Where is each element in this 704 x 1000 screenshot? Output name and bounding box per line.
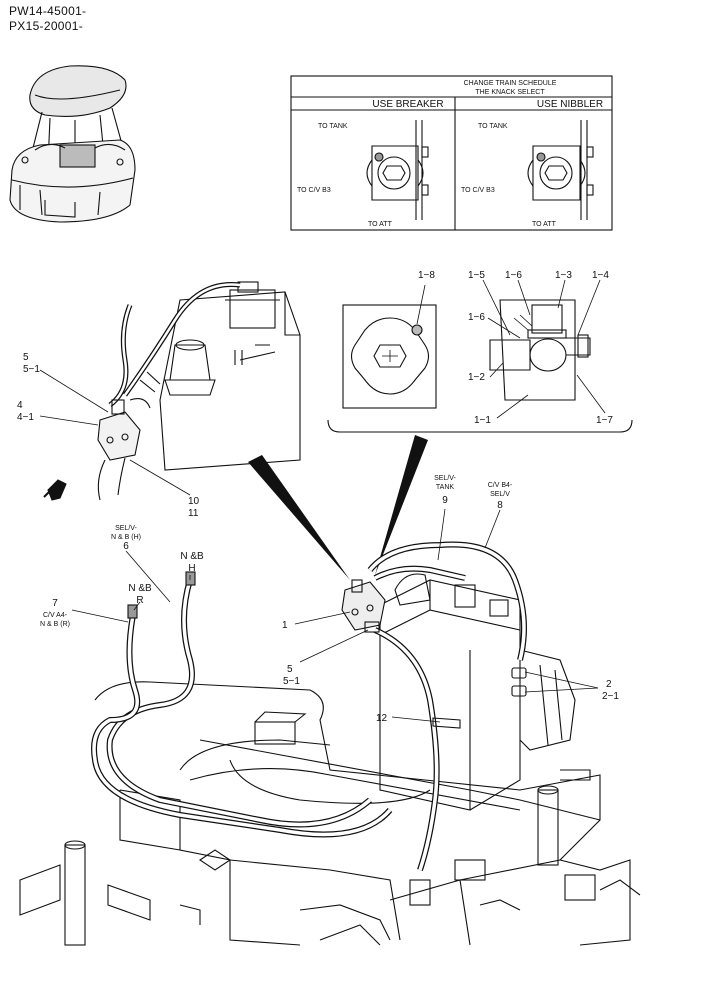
label-nbr-1: N &B — [128, 583, 152, 594]
callout-1-6: 1−6 — [468, 312, 485, 323]
callout-1-7: 1−7 — [596, 415, 613, 426]
callout-1-1: 1−1 — [474, 415, 491, 426]
callout-1-4: 1−4 — [592, 270, 609, 281]
detail-panel — [327, 279, 633, 433]
callout-1-2: 1−2 — [468, 372, 485, 383]
callout-1-3: 1−3 — [555, 270, 572, 281]
label-cv-a4-2: N & B (R) — [40, 621, 70, 628]
breaker-to-tank: TO TANK — [318, 123, 348, 130]
breaker-valve-illustration — [366, 120, 429, 220]
callout-8: 8 — [497, 500, 503, 511]
label-cv-b4-2: SEL/V — [490, 491, 510, 498]
callout-5-1-main: 5−1 — [283, 676, 300, 687]
serial-line-2: PX15-20001- — [9, 19, 84, 33]
label-nbh-2: H — [188, 563, 195, 574]
col-use-breaker: USE BREAKER — [372, 99, 443, 110]
view-arrow-icon — [43, 479, 67, 501]
nibbler-to-cv-b3: TO C/V B3 — [461, 187, 495, 194]
callout-5-1: 5−1 — [23, 364, 40, 375]
table-title-1: CHANGE TRAIN SCHEDULE — [464, 80, 557, 87]
callout-1-5: 1−5 — [468, 270, 485, 281]
callout-1: 1 — [282, 620, 288, 631]
callout-12: 12 — [376, 713, 388, 724]
upper-valve-assembly — [97, 281, 301, 501]
callout-6: 6 — [123, 541, 129, 552]
callout-4-1: 4−1 — [17, 412, 34, 423]
nibbler-valve-illustration — [527, 120, 594, 220]
table-title-2: THE KNACK SELECT — [475, 89, 545, 96]
callout-2: 2 — [606, 679, 612, 690]
callout-7: 7 — [52, 598, 58, 609]
detail-pointer-left — [248, 455, 350, 580]
detail-pointer-right — [375, 435, 428, 575]
callout-5: 5 — [23, 352, 29, 363]
callout-9: 9 — [442, 495, 448, 506]
label-sel-nb-h-2: N & B (H) — [111, 534, 141, 541]
breaker-to-cv-b3: TO C/V B3 — [297, 187, 331, 194]
callout-2-1: 2−1 — [602, 691, 619, 702]
label-nbr-2: R — [136, 595, 143, 606]
serial-line-1: PW14-45001- — [9, 4, 87, 18]
main-frame — [19, 573, 641, 946]
callout-5-main: 5 — [287, 664, 293, 675]
callout-1-8: 1−8 — [418, 270, 435, 281]
callout-4: 4 — [17, 400, 23, 411]
main-hoses — [91, 541, 527, 871]
label-sel-tank-1: SEL/V- — [434, 475, 456, 482]
label-cv-b4-1: C/V B4- — [488, 482, 513, 489]
schedule-table: CHANGE TRAIN SCHEDULE THE KNACK SELECT U… — [290, 75, 613, 231]
callout-11: 11 — [188, 508, 199, 519]
label-nbh-1: N &B — [180, 551, 204, 562]
nibbler-to-tank: TO TANK — [478, 123, 508, 130]
nibbler-to-att: TO ATT — [532, 221, 557, 228]
callout-10: 10 — [188, 496, 200, 507]
breaker-to-att: TO ATT — [368, 221, 393, 228]
machine-thumbnail — [9, 65, 136, 223]
label-sel-nb-h-1: SEL/V- — [115, 525, 137, 532]
main-leaders — [71, 508, 599, 723]
upper-callouts — [39, 369, 191, 496]
col-use-nibbler: USE NIBBLER — [537, 99, 603, 110]
callout-1-6-top: 1−6 — [505, 270, 522, 281]
label-cv-a4-1: C/V A4- — [43, 612, 68, 619]
label-sel-tank-2: TANK — [436, 484, 454, 491]
